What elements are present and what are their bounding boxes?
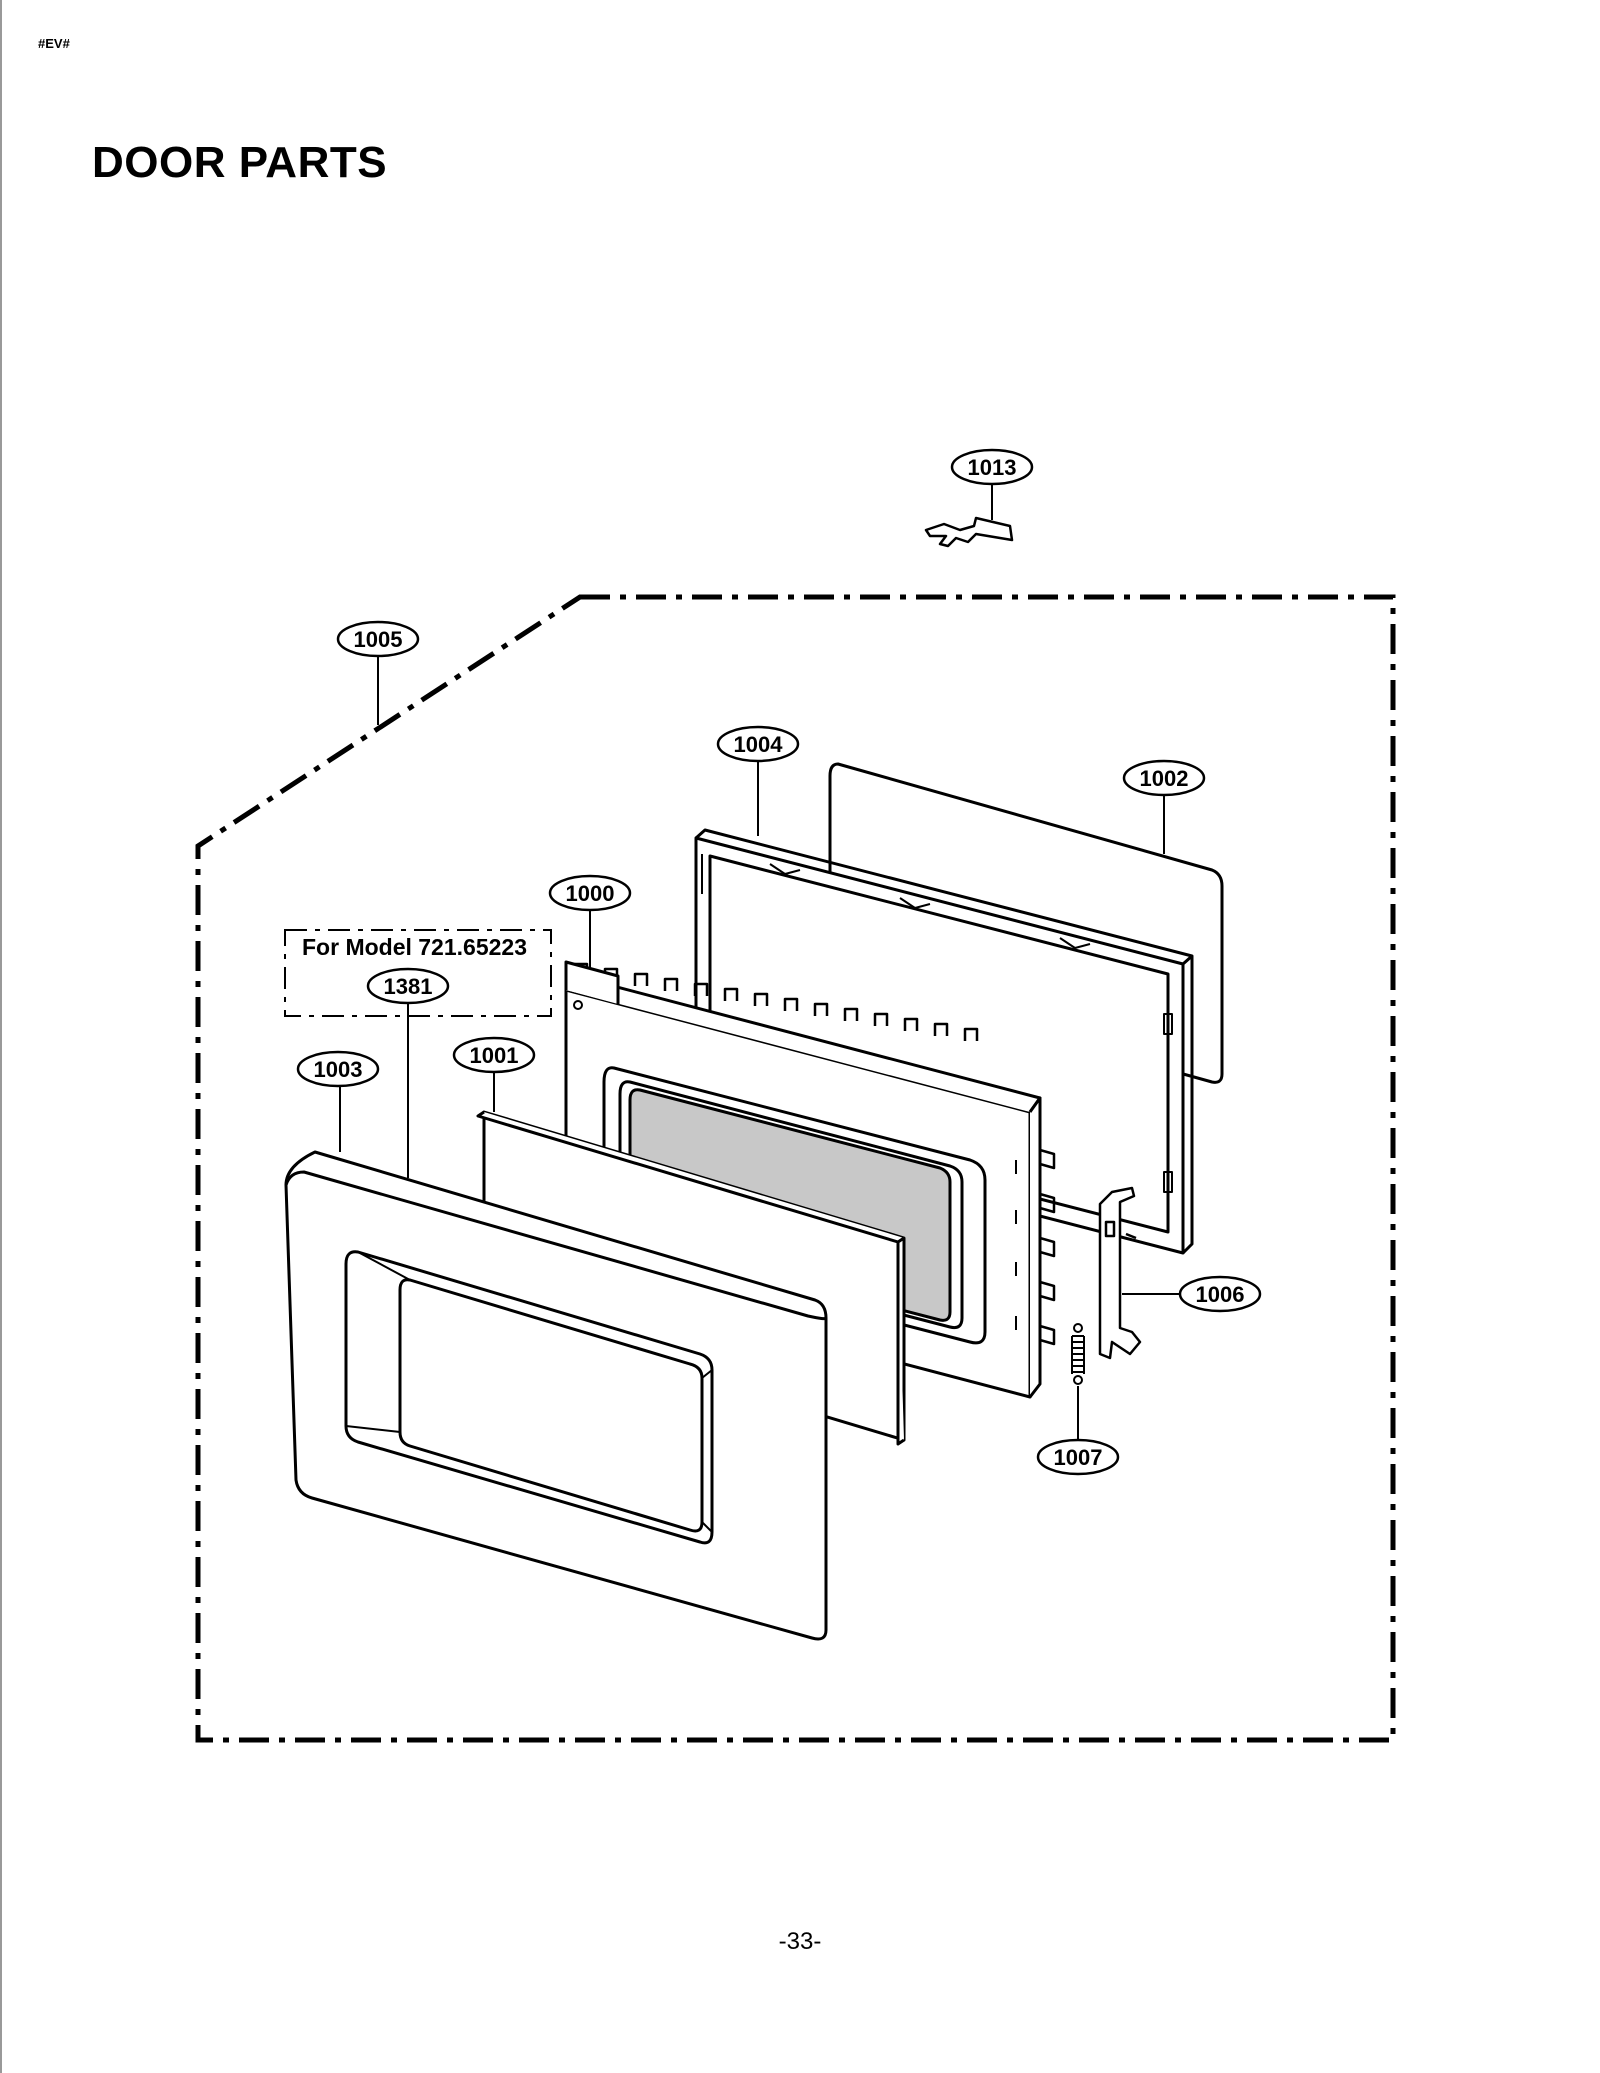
callout-1000: 1000 <box>548 874 632 912</box>
callout-1005: 1005 <box>336 620 420 658</box>
callout-1001: 1001 <box>452 1036 536 1074</box>
callout-1003: 1003 <box>296 1050 380 1088</box>
svg-text:1013: 1013 <box>968 455 1017 480</box>
callout-1013: 1013 <box>950 448 1034 486</box>
model-variant-box <box>284 929 552 1017</box>
model-variant-label: For Model 721.65223 <box>302 934 527 960</box>
latch-hook-1006 <box>1098 1186 1142 1360</box>
callout-1006: 1006 <box>1178 1275 1262 1313</box>
callout-1381: 1381 <box>366 967 450 1005</box>
svg-text:1004: 1004 <box>734 732 784 757</box>
callout-1007: 1007 <box>1036 1438 1120 1476</box>
callout-1004: 1004 <box>716 725 800 763</box>
page-number: -33- <box>778 1928 822 1955</box>
svg-text:1381: 1381 <box>384 974 433 999</box>
svg-text:1006: 1006 <box>1196 1282 1245 1307</box>
hinge-clip-1013 <box>924 516 1014 548</box>
svg-text:1001: 1001 <box>470 1043 519 1068</box>
svg-text:1005: 1005 <box>354 627 403 652</box>
assembly-boundary <box>195 594 1396 1743</box>
svg-text:1000: 1000 <box>566 881 615 906</box>
svg-text:1002: 1002 <box>1140 766 1189 791</box>
spring-1007 <box>1071 1323 1085 1385</box>
header-mark: #EV# <box>38 36 70 51</box>
page-title: DOOR PARTS <box>92 138 388 187</box>
svg-text:1007: 1007 <box>1054 1445 1103 1470</box>
svg-text:1003: 1003 <box>314 1057 363 1082</box>
callout-1002: 1002 <box>1122 759 1206 797</box>
page-left-edge <box>0 0 2 2073</box>
door-frame-1003 <box>284 1150 828 1641</box>
leader-lines <box>339 485 1186 1440</box>
